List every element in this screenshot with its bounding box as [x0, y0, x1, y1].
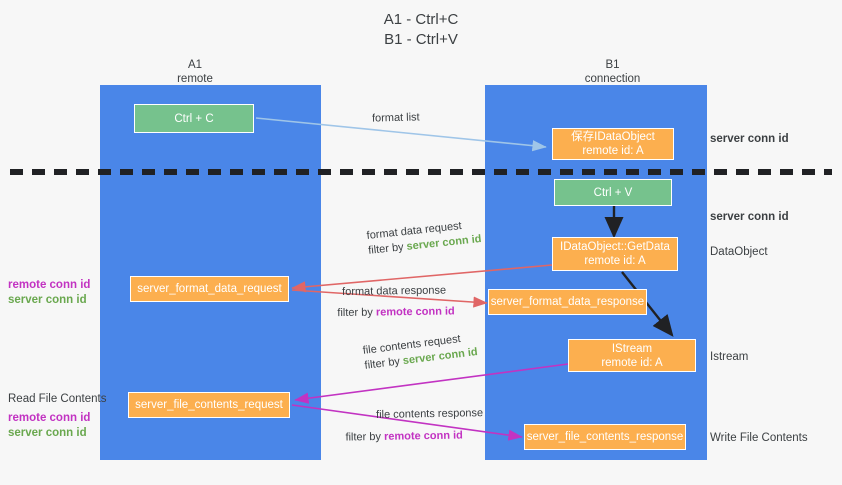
box-server-file-contents-request-label: server_file_contents_request [135, 399, 283, 411]
edge-label-format-data-response-line1: format data response [342, 284, 447, 298]
annotation-write-file-contents: Write File Contents [710, 432, 808, 444]
box-ctrl-c[interactable]: Ctrl + C [134, 104, 254, 133]
box-ctrl-c-label: Ctrl + C [174, 112, 214, 125]
column-header-b1-sub: connection [584, 73, 641, 85]
edge-label-file-contents-response-line1: file contents response [376, 407, 484, 421]
box-ctrl-v[interactable]: Ctrl + V [554, 179, 672, 206]
annotation-server-conn-id-mid: server conn id [710, 211, 789, 223]
annotation-left-conn-ids-format: remote conn id server conn id [8, 278, 100, 308]
box-save-idataobject[interactable]: 保存IDataObject remote id: A [552, 128, 674, 160]
column-header-a1: A1 remote [130, 58, 260, 86]
box-server-format-data-request[interactable]: server_format_data_request [130, 276, 289, 302]
title-line-1: A1 - Ctrl+C [383, 11, 459, 28]
edge-label-file-contents-response-filter-value: remote conn id [383, 429, 463, 443]
box-server-file-contents-response-label: server_file_contents_response [526, 431, 684, 443]
edge-label-format-data-request: format data request filter by server con… [366, 217, 482, 259]
box-ctrl-v-label: Ctrl + V [593, 186, 633, 199]
box-istream-remote-id: remote id: A [601, 356, 663, 369]
box-server-format-data-response-label: server_format_data_response [490, 296, 645, 308]
title-line-2: B1 - Ctrl+V [384, 31, 458, 48]
column-header-a1-sub: remote [177, 73, 213, 85]
box-idataobject-getdata-label: IDataObject::GetData [560, 241, 670, 253]
annotation-read-file-contents-label: Read File Contents [8, 393, 107, 405]
edge-label-format-data-request-filter-prefix: filter by [367, 240, 408, 257]
edge-label-format-list-text: format list [371, 111, 420, 125]
edge-label-format-data-response-filter-prefix: filter by [337, 306, 376, 320]
box-istream[interactable]: IStream remote id: A [568, 339, 696, 372]
annotation-server-conn-id-top: server conn id [710, 133, 789, 145]
box-idataobject-getdata[interactable]: IDataObject::GetData remote id: A [552, 237, 678, 271]
annotation-left-conn-ids-file: remote conn id server conn id [8, 411, 100, 441]
annotation-left-server-conn-id-2: server conn id [8, 427, 87, 439]
edge-label-file-contents-request: file contents request filter by server c… [362, 330, 479, 374]
edge-label-file-contents-response-filter-prefix: filter by [345, 430, 385, 444]
page-title: A1 - Ctrl+C B1 - Ctrl+V [0, 10, 842, 50]
edge-label-format-list: format list [372, 110, 420, 126]
annotation-left-remote-conn-id-2: remote conn id [8, 412, 91, 424]
edge-label-file-contents-request-filter-prefix: filter by [363, 355, 404, 372]
column-header-b1: B1 connection [535, 58, 690, 86]
box-server-file-contents-response[interactable]: server_file_contents_response [524, 424, 686, 450]
edge-label-file-contents-response: file contents response filter by remote … [345, 406, 484, 445]
box-idataobject-getdata-remote-id: remote id: A [584, 255, 646, 267]
annotation-read-file-contents: Read File Contents [8, 392, 108, 407]
box-server-format-data-request-label: server_format_data_request [137, 283, 282, 295]
edge-label-file-contents-response-filter: filter by remote conn id [345, 428, 483, 445]
edge-label-format-data-response-filter-value: remote conn id [375, 305, 455, 319]
box-save-idataobject-remote-id: remote id: A [582, 145, 644, 157]
column-header-a1-name: A1 [187, 59, 203, 71]
annotation-istream: Istream [710, 351, 749, 363]
box-server-file-contents-request[interactable]: server_file_contents_request [128, 392, 290, 418]
column-header-b1-name: B1 [605, 59, 620, 71]
annotation-left-remote-conn-id-1: remote conn id [8, 279, 91, 291]
box-save-idataobject-label: 保存IDataObject [571, 131, 655, 143]
box-istream-label: IStream [611, 342, 653, 355]
edge-label-format-data-response: format data response filter by remote co… [337, 283, 455, 321]
annotation-left-server-conn-id-1: server conn id [8, 294, 87, 306]
edge-label-format-data-response-filter: filter by remote conn id [337, 304, 455, 321]
annotation-dataobject: DataObject [710, 246, 768, 258]
box-server-format-data-response[interactable]: server_format_data_response [488, 289, 647, 315]
